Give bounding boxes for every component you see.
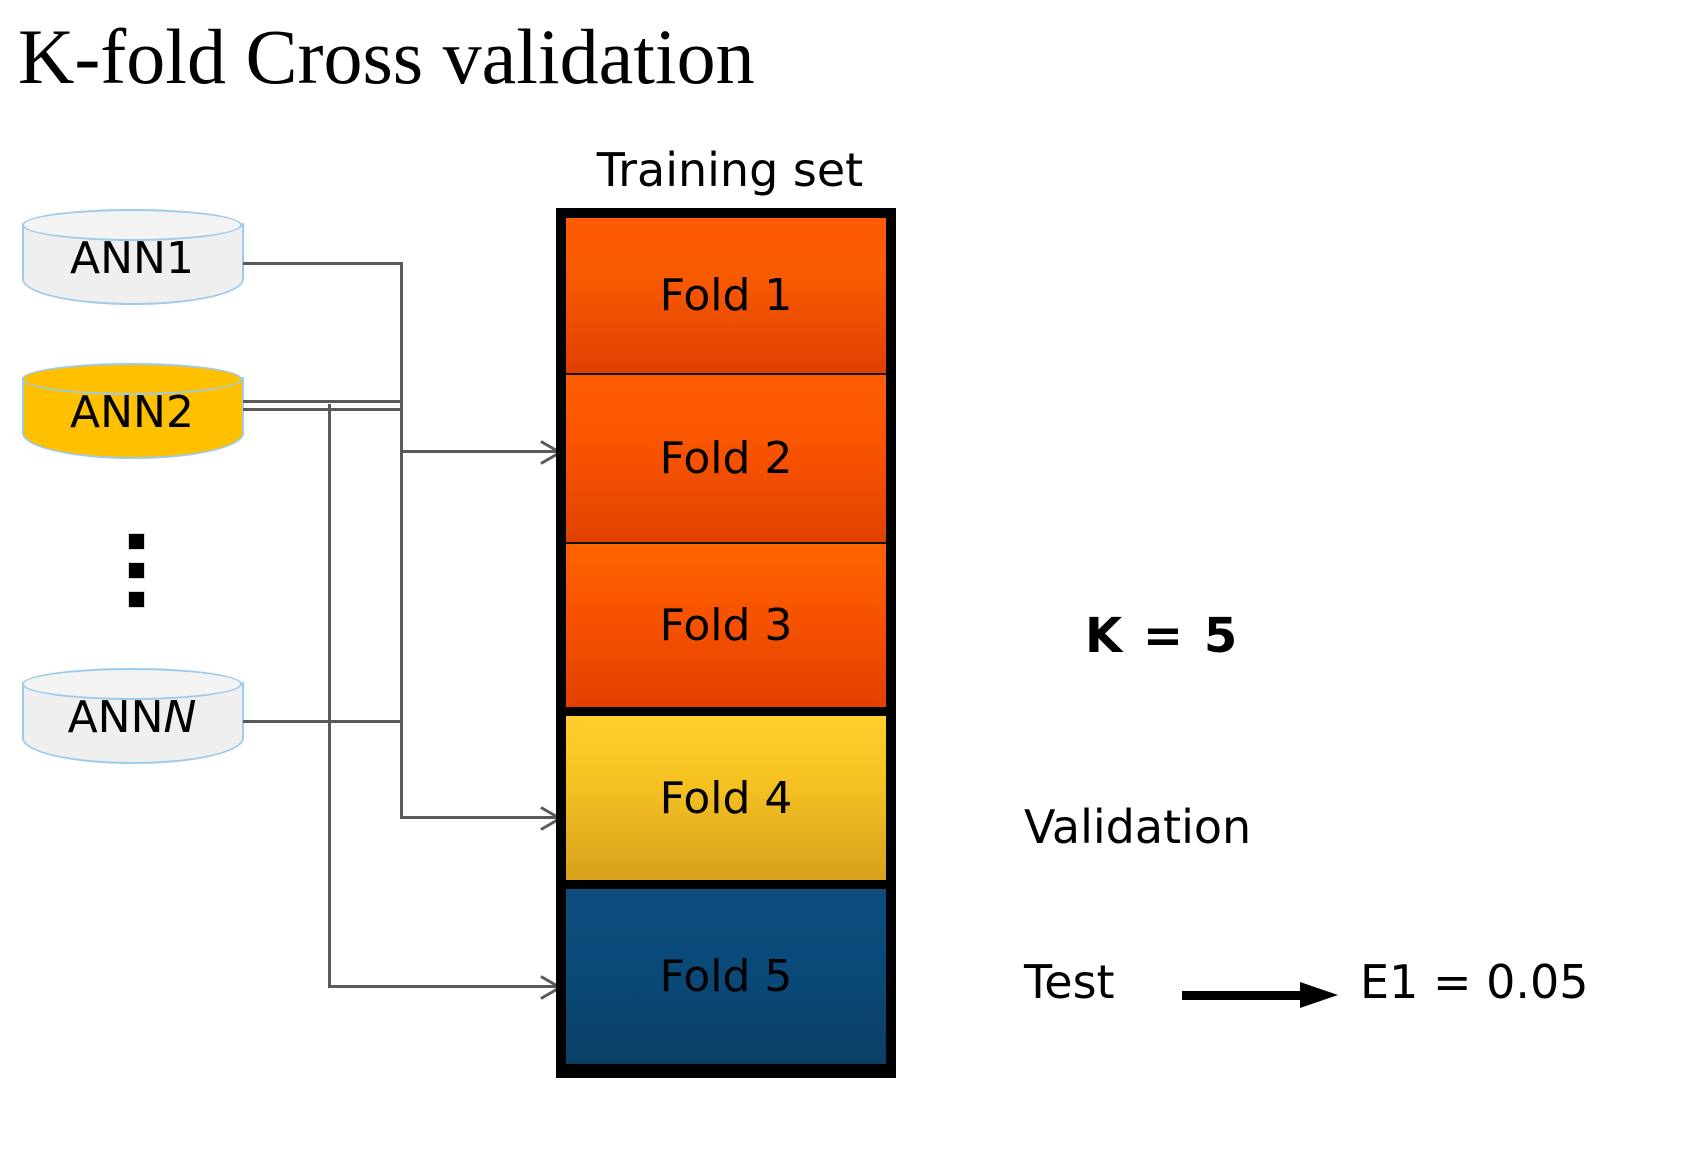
connector-to-fold2-horizontal — [400, 450, 560, 453]
fold-box-3[interactable]: Fold 3 — [566, 542, 886, 707]
fold-box-2[interactable]: Fold 2 — [566, 373, 886, 542]
fold-label-2: Fold 2 — [659, 433, 793, 484]
validation-label: Validation — [1024, 800, 1252, 854]
fold-label-4: Fold 4 — [659, 772, 793, 824]
ann-model-cylinder-1[interactable]: ANN1 — [22, 209, 244, 317]
cylinder-top-ellipse — [22, 668, 242, 700]
fold-label-1: Fold 1 — [659, 270, 793, 321]
fold-label-3: Fold 3 — [659, 600, 793, 651]
ann-suffix-n: N — [163, 692, 197, 743]
ann-prefix-1: ANN — [70, 233, 166, 284]
test-label: Test — [1024, 955, 1115, 1009]
k-value-label: K = 5 — [1085, 608, 1240, 664]
cylinder-top-ellipse — [22, 209, 242, 241]
ann-model-label-1: ANN1 — [22, 233, 242, 284]
ann-suffix-1: 1 — [165, 233, 194, 284]
ann-prefix-2: ANN — [70, 387, 166, 438]
training-set-label: Training set — [596, 143, 864, 197]
cylinder-top-ellipse — [22, 363, 242, 395]
ann-model-label-2: ANN2 — [22, 387, 242, 438]
ann-prefix-n: ANN — [67, 692, 164, 743]
test-result-arrow-icon — [1182, 982, 1342, 1008]
ann-model-label-n: ANNN — [22, 692, 242, 743]
ann-suffix-2: 2 — [165, 387, 194, 438]
connector-to-fold4-horizontal — [400, 816, 558, 819]
vertical-ellipsis-dot — [128, 533, 145, 550]
connector-ann2-horizontal-lower — [243, 408, 403, 411]
ann-model-cylinder-2[interactable]: ANN2 — [22, 363, 244, 471]
connector-ann2-horizontal-upper — [243, 400, 403, 403]
vertical-ellipsis-dot — [128, 562, 145, 579]
test-error-value: E1 = 0.05 — [1360, 955, 1589, 1009]
ann-model-cylinder-n[interactable]: ANNN — [22, 668, 244, 776]
connector-annN-horizontal — [243, 720, 403, 723]
fold-label-5: Fold 5 — [659, 951, 793, 1002]
connector-trunk-vertical — [400, 404, 403, 818]
connector-ann1-horizontal — [243, 262, 403, 265]
fold-box-4[interactable]: Fold 4 — [566, 707, 886, 880]
fold-box-1[interactable]: Fold 1 — [566, 218, 886, 373]
connector-ann2-vertical — [328, 404, 331, 987]
vertical-ellipsis-dot — [128, 591, 145, 608]
page-title: K-fold Cross validation — [18, 13, 755, 100]
connector-ann1-vertical — [400, 262, 403, 452]
connector-to-fold5-horizontal — [328, 985, 558, 988]
training-set-stack: Fold 1 Fold 2 Fold 3 Fold 4 Fold 5 — [556, 208, 896, 1078]
fold-box-5[interactable]: Fold 5 — [566, 880, 886, 1064]
